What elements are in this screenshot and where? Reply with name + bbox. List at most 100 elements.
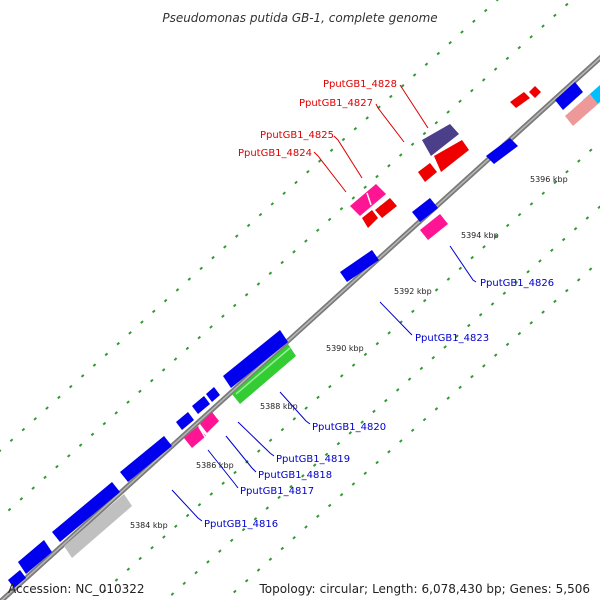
scale-tick [470,255,474,260]
scale-tick [185,346,190,351]
scale-tick [268,271,273,275]
scale-tick [505,342,510,347]
scale-tick [375,174,379,179]
scale-tick [292,249,296,254]
scale-tick [292,417,297,421]
scale-tick [45,406,49,410]
gene-feature[interactable] [418,163,437,182]
gene-feature[interactable] [18,540,52,574]
scale-tick [116,341,120,346]
scale-tick [419,366,424,371]
scale-tick [483,8,488,13]
gene-feature[interactable] [206,387,220,402]
scale-tick [280,260,284,265]
topology-value: circular; [319,582,369,596]
scale-tick [175,288,180,292]
gene-feature[interactable] [555,82,583,110]
gene-feature[interactable] [486,138,518,164]
gene-feature-4827[interactable] [434,140,469,172]
scale-tick [588,148,593,152]
scale-tick [194,570,198,575]
gene-feature[interactable] [64,494,132,558]
scale-tick [185,513,190,518]
gene-feature[interactable] [529,86,541,98]
scale-tick [126,567,131,571]
gene-feature[interactable] [375,198,397,218]
gene-label[interactable]: PputGB1_4824 [238,148,312,159]
gene-feature[interactable] [223,330,288,388]
length-label: Length: [372,582,418,596]
gene-feature[interactable] [412,198,438,222]
scale-tick [470,374,474,379]
gene-feature[interactable] [120,436,172,482]
scale-tick [199,266,203,271]
scale-tick [387,164,391,168]
gene-feature-4826[interactable] [420,214,448,240]
scale-tick [514,280,519,285]
scale-tick [384,398,388,403]
gene-feature[interactable] [8,570,26,588]
scale-tick [553,180,557,185]
gene-label[interactable]: PputGB1_4817 [240,486,314,497]
gene-label[interactable]: PputGB1_4820 [312,422,386,433]
scale-label: 5396 kbp [530,175,568,184]
gene-feature-4828[interactable] [422,124,459,156]
scale-tick [387,450,391,454]
scale-tick [31,486,35,490]
scale-tick [424,62,429,67]
scale-tick [304,239,308,243]
gene-feature-4820[interactable] [232,344,296,404]
scale-tick [351,196,356,200]
gene-feature[interactable] [565,94,598,126]
gene-feature-4816[interactable] [52,482,120,542]
scale-tick [19,497,24,501]
scale-tick [114,578,119,582]
scale-tick [375,341,380,346]
scale-tick [395,388,400,392]
gene-label[interactable]: PputGB1_4825 [260,130,334,141]
scale-label: 5386 kbp [196,461,234,470]
scale-tick [481,78,486,82]
scale-tick [339,207,344,211]
gene-feature-4818[interactable] [200,412,219,433]
scale-tick [140,320,144,324]
scale-tick [526,269,530,274]
scale-tick [256,449,261,453]
scale-tick [315,228,320,232]
scale-tick [211,255,215,260]
map-title: Pseudomonas putida GB-1, complete genome [162,11,437,25]
scale-tick [577,159,581,163]
scale-tick [223,245,227,249]
scale-label: 5390 kbp [326,344,364,353]
gene-label[interactable]: PputGB1_4818 [258,470,332,481]
scale-tick [265,506,270,510]
scale-tick [92,363,97,367]
gene-feature-4817[interactable] [184,426,206,448]
gene-label[interactable]: PputGB1_4816 [204,519,278,530]
gene-label[interactable]: PputGB1_4819 [276,454,350,465]
gene-label[interactable]: PputGB1_4827 [299,98,373,109]
gene-feature-4823[interactable] [340,250,379,282]
scale-tick [482,245,486,249]
scale-tick [400,84,405,88]
gene-feature[interactable] [192,396,210,414]
scale-tick [353,126,358,131]
gene-label[interactable]: PputGB1_4828 [323,79,397,90]
scale-tick [80,374,85,378]
scale-tick [7,507,12,512]
scale-tick [206,560,210,564]
scale-tick [573,227,578,231]
scale-tick [304,525,308,529]
scale-labels: 5384 kbp 5386 kbp 5388 kbp 5390 kbp 5392… [130,175,568,530]
gene-feature-4819[interactable] [176,412,194,430]
gene-feature-4824[interactable] [362,210,378,228]
scale-tick [550,248,554,252]
gene-feature[interactable] [510,92,530,108]
scale-tick [375,460,379,465]
scale-tick [446,396,451,400]
scale-tick [541,24,545,28]
gene-label[interactable]: PputGB1_4823 [415,333,489,344]
gene-feature-4825[interactable] [350,184,386,216]
gene-label[interactable]: PputGB1_4826 [480,278,554,289]
